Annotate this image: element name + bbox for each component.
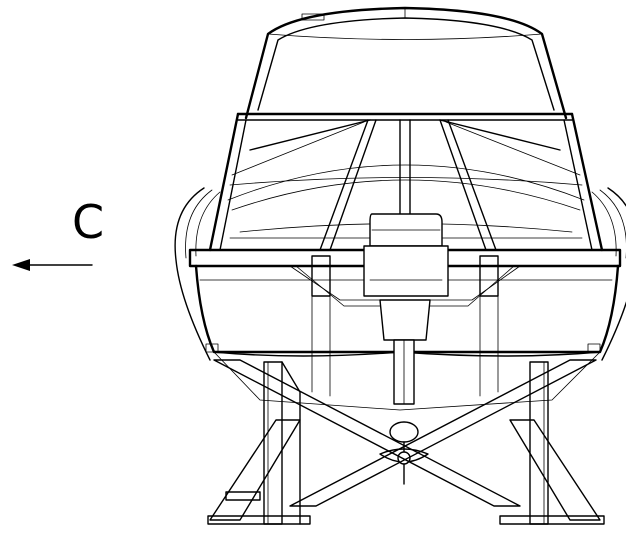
view-letter: C: [72, 195, 104, 249]
helm-seat: [363, 213, 449, 297]
hull-sides: [174, 187, 626, 361]
hardtop: [244, 6, 568, 120]
left-arrow-icon: [12, 259, 93, 271]
cradle-stand: [207, 359, 605, 525]
outboard-motor: [379, 299, 431, 485]
view-marker: C: [12, 195, 104, 271]
